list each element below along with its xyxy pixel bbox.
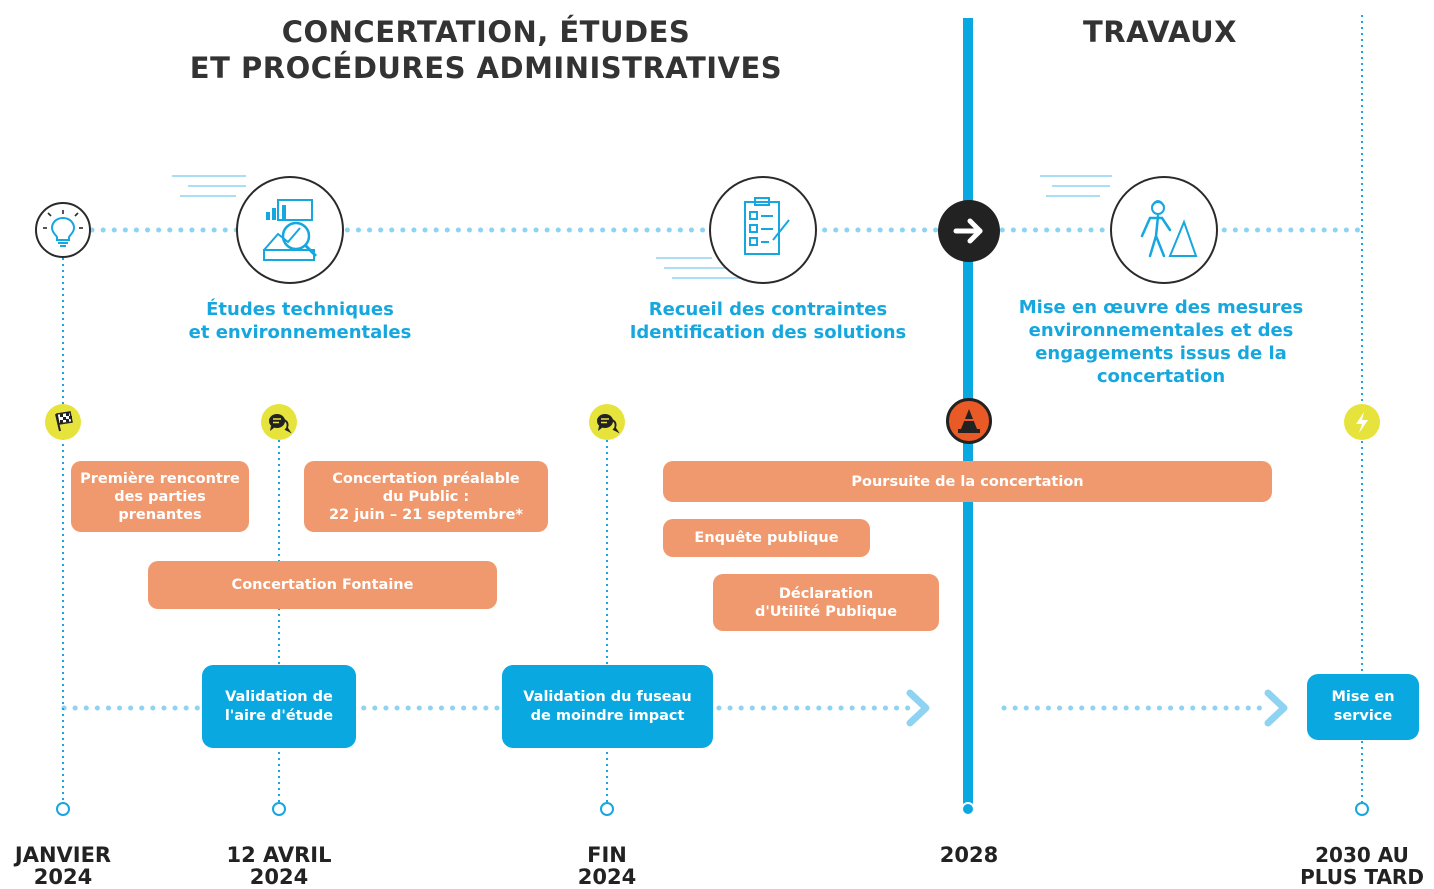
- chevron-right-icon: [906, 689, 930, 727]
- chevron-right-icon: [1264, 689, 1288, 727]
- phase-title-line2: ET PROCÉDURES ADMINISTRATIVES: [189, 51, 783, 85]
- worker-icon: [1110, 176, 1218, 284]
- chat-bubbles-icon: [261, 404, 297, 440]
- milestone-validation-aire: Validation de l'aire d'étude: [202, 665, 356, 748]
- date-2028: 2028: [939, 843, 999, 867]
- date-janvier-2024: JANVIER 2024: [14, 843, 112, 889]
- phase-title-travaux: TRAVAUX: [1082, 15, 1238, 49]
- stage-label-mise-en-oeuvre: Mise en œuvre des mesures environnementa…: [1018, 297, 1304, 387]
- milestone-validation-fuseau: Validation du fuseau de moindre impact: [502, 665, 713, 748]
- event-enquete-publique: Enquête publique: [663, 519, 870, 557]
- event-concertation-prealable: Concertation préalable du Public : 22 ju…: [304, 461, 548, 532]
- traffic-cone-icon: [946, 398, 992, 444]
- checklist-icon: [709, 176, 817, 284]
- stage-label-etudes: Études techniques et environnementales: [188, 299, 412, 343]
- date-fin-2024: FIN 2024: [577, 843, 637, 889]
- date-2030: 2030 AU PLUS TARD: [1300, 843, 1424, 889]
- timeline-node: [56, 802, 70, 816]
- date-12-avril-2024: 12 AVRIL 2024: [226, 843, 332, 889]
- stage-label-recueil: Recueil des contraintes Identification d…: [629, 299, 907, 343]
- event-declaration-utilite-publique: Déclaration d'Utilité Publique: [713, 574, 939, 631]
- milestone-mise-en-service: Mise en service: [1307, 674, 1419, 740]
- event-concertation-fontaine: Concertation Fontaine: [148, 561, 497, 609]
- checkered-flag-icon: [45, 404, 81, 440]
- event-premiere-rencontre: Première rencontre des parties prenantes: [71, 461, 249, 532]
- timeline-node: [1355, 802, 1369, 816]
- phase-title-concertation: CONCERTATION, ÉTUDES ET PROCÉDURES ADMIN…: [150, 14, 822, 86]
- chat-bubbles-icon: [589, 404, 625, 440]
- timeline-node: [600, 802, 614, 816]
- lightning-icon: [1344, 404, 1380, 440]
- arrow-right-icon: [938, 200, 1000, 262]
- timeline-node: [961, 802, 975, 816]
- lightbulb-icon: [35, 202, 91, 258]
- report-analysis-icon: [236, 176, 344, 284]
- phase-title-line1: CONCERTATION, ÉTUDES: [281, 15, 691, 49]
- timeline-node: [272, 802, 286, 816]
- event-poursuite-concertation: Poursuite de la concertation: [663, 461, 1272, 502]
